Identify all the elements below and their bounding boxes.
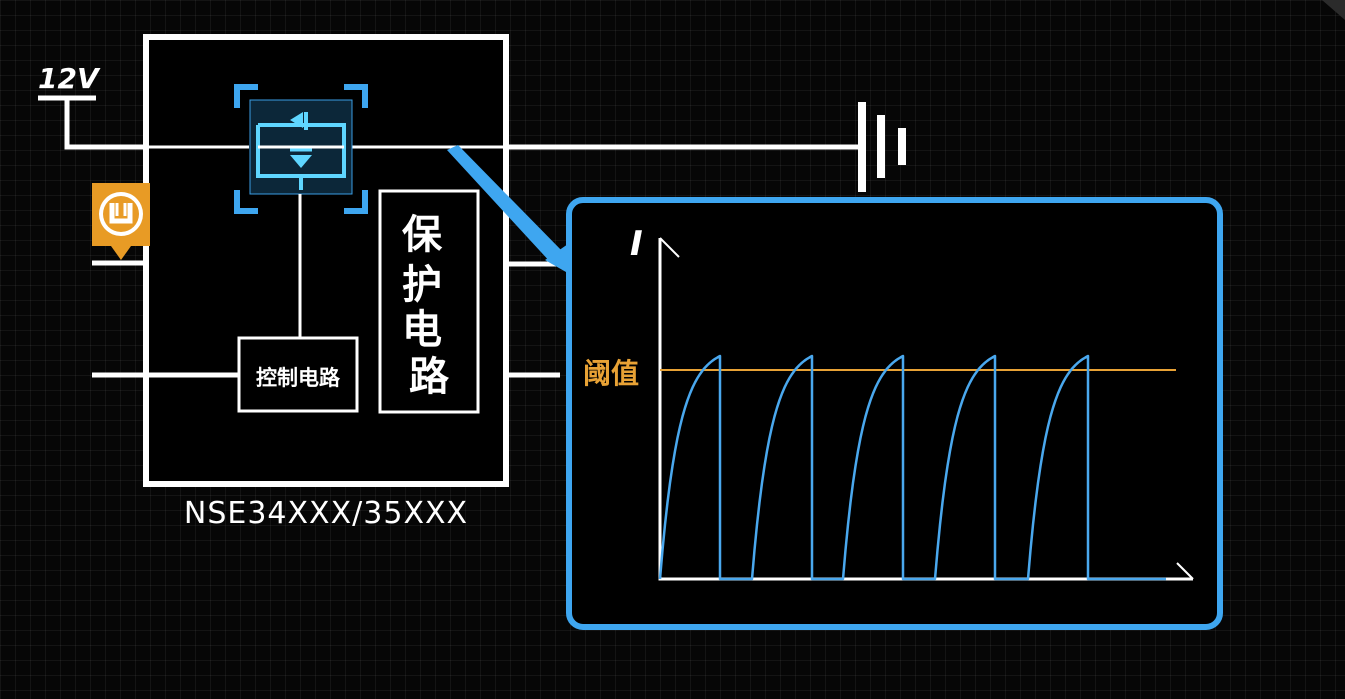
threshold-label: 阈值	[583, 357, 639, 390]
corner-decoration	[1322, 0, 1345, 20]
u-pin-icon	[92, 183, 150, 260]
callout-pointer	[447, 145, 565, 264]
chip-part-number: NSE34XXX/35XXX	[184, 496, 468, 531]
control-circuit-label: 控制电路	[256, 366, 341, 390]
control-circuit-block	[237, 336, 359, 413]
protection-circuit-label: 保 护 电 路	[402, 212, 456, 400]
protection-circuit-block	[378, 189, 480, 414]
mosfet-switch	[234, 84, 368, 214]
y-axis-label: I	[630, 224, 643, 264]
callout-arrow-tip	[545, 244, 568, 272]
current-graph-panel	[566, 197, 1223, 630]
supply-symbol: 12V	[38, 62, 146, 150]
supply-voltage-label: 12V	[38, 62, 101, 95]
load-symbol	[858, 102, 906, 192]
current-waveform	[658, 354, 1166, 581]
